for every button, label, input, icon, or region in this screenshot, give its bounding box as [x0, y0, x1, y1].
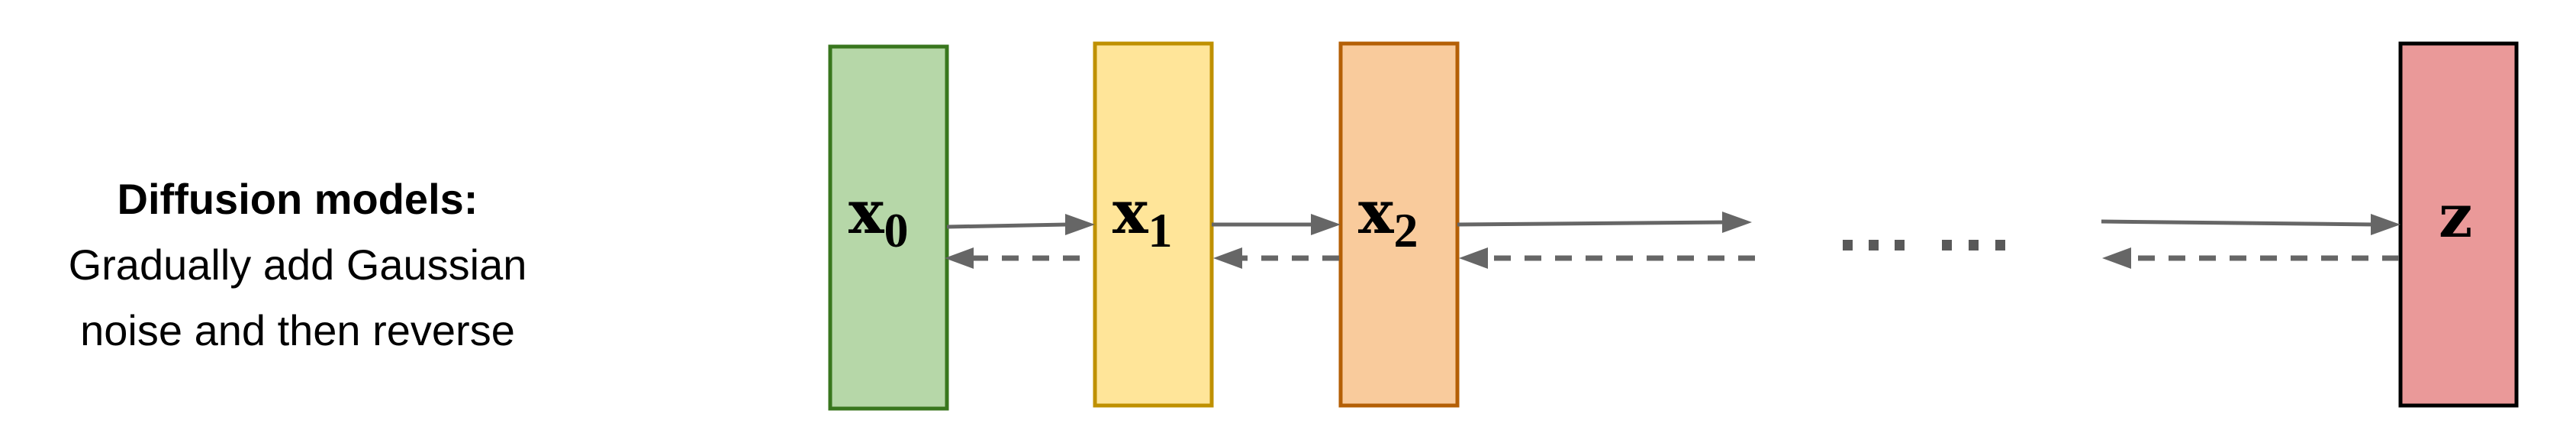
arrowhead-icon [1311, 214, 1341, 235]
arrowhead-icon [2371, 214, 2401, 235]
forward-arrow-x0-x1 [946, 222, 1069, 229]
ellipsis-icon [1843, 240, 2005, 250]
forward-arrow-x2-out [1457, 220, 1725, 227]
arrowhead-icon [1722, 212, 1752, 233]
arrowhead-icon [1065, 214, 1095, 235]
node-x1-label: x1 [1113, 178, 1173, 257]
arrowhead-icon [1459, 247, 1488, 269]
node-x2-label: x2 [1358, 178, 1418, 257]
caption-line-1: Gradually add Gaussian [68, 241, 527, 289]
node-x0-box [828, 44, 949, 411]
node-z-box [2398, 41, 2519, 408]
forward-arrow-in-z [2101, 219, 2375, 227]
diagram-caption: Diffusion models: Gradually add Gaussian… [0, 166, 595, 364]
node-x0-label: x0 [848, 178, 909, 257]
node-x2-box [1338, 41, 1460, 408]
caption-title: Diffusion models: [117, 175, 478, 223]
node-z-label: z [2439, 182, 2472, 251]
arrowhead-icon [2102, 247, 2131, 269]
caption-line-2: noise and then reverse [80, 306, 515, 354]
arrowhead-icon [945, 247, 974, 269]
arrowhead-icon [1213, 247, 1242, 269]
